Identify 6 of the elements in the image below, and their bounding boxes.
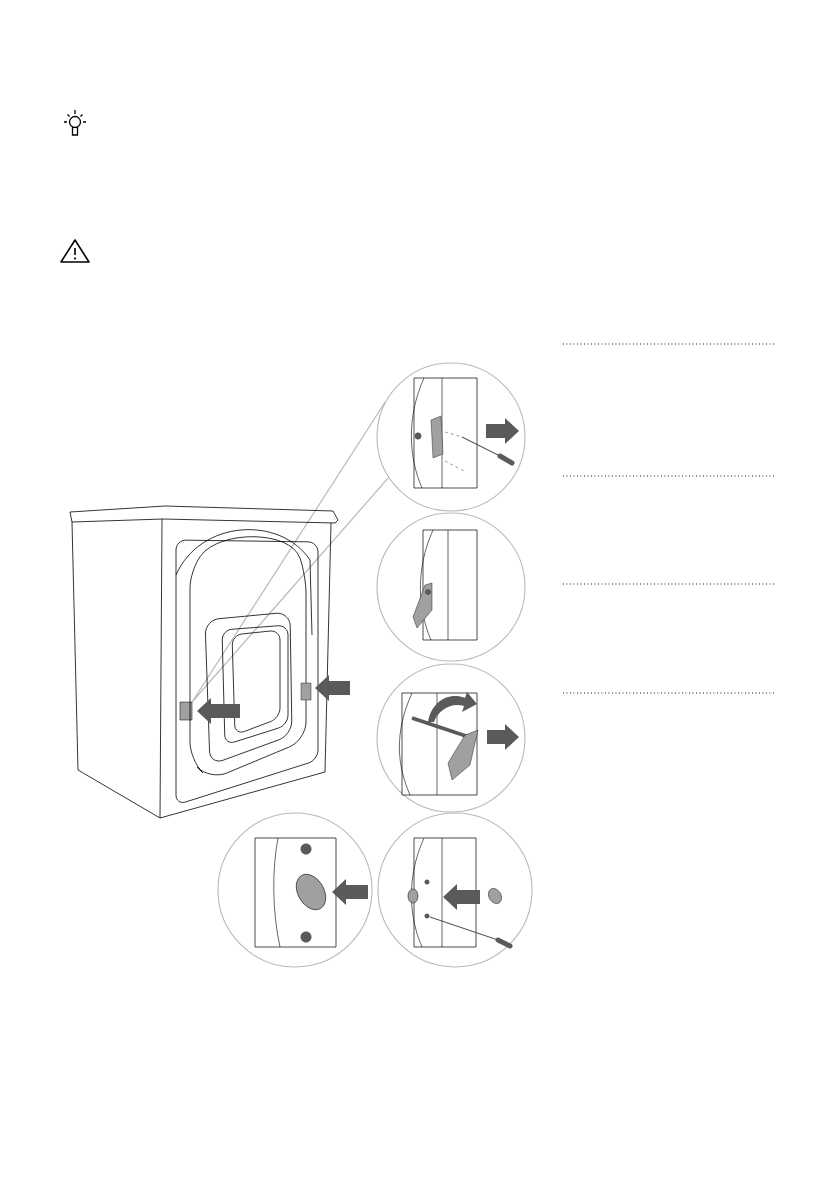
magnified-view-circle (376, 362, 526, 512)
magnified-view-circle (376, 512, 526, 662)
callout-line (191, 401, 390, 703)
magnified-view-circle (376, 663, 526, 813)
magnified-view-circle (217, 812, 373, 968)
magnified-view-circle (377, 812, 533, 968)
